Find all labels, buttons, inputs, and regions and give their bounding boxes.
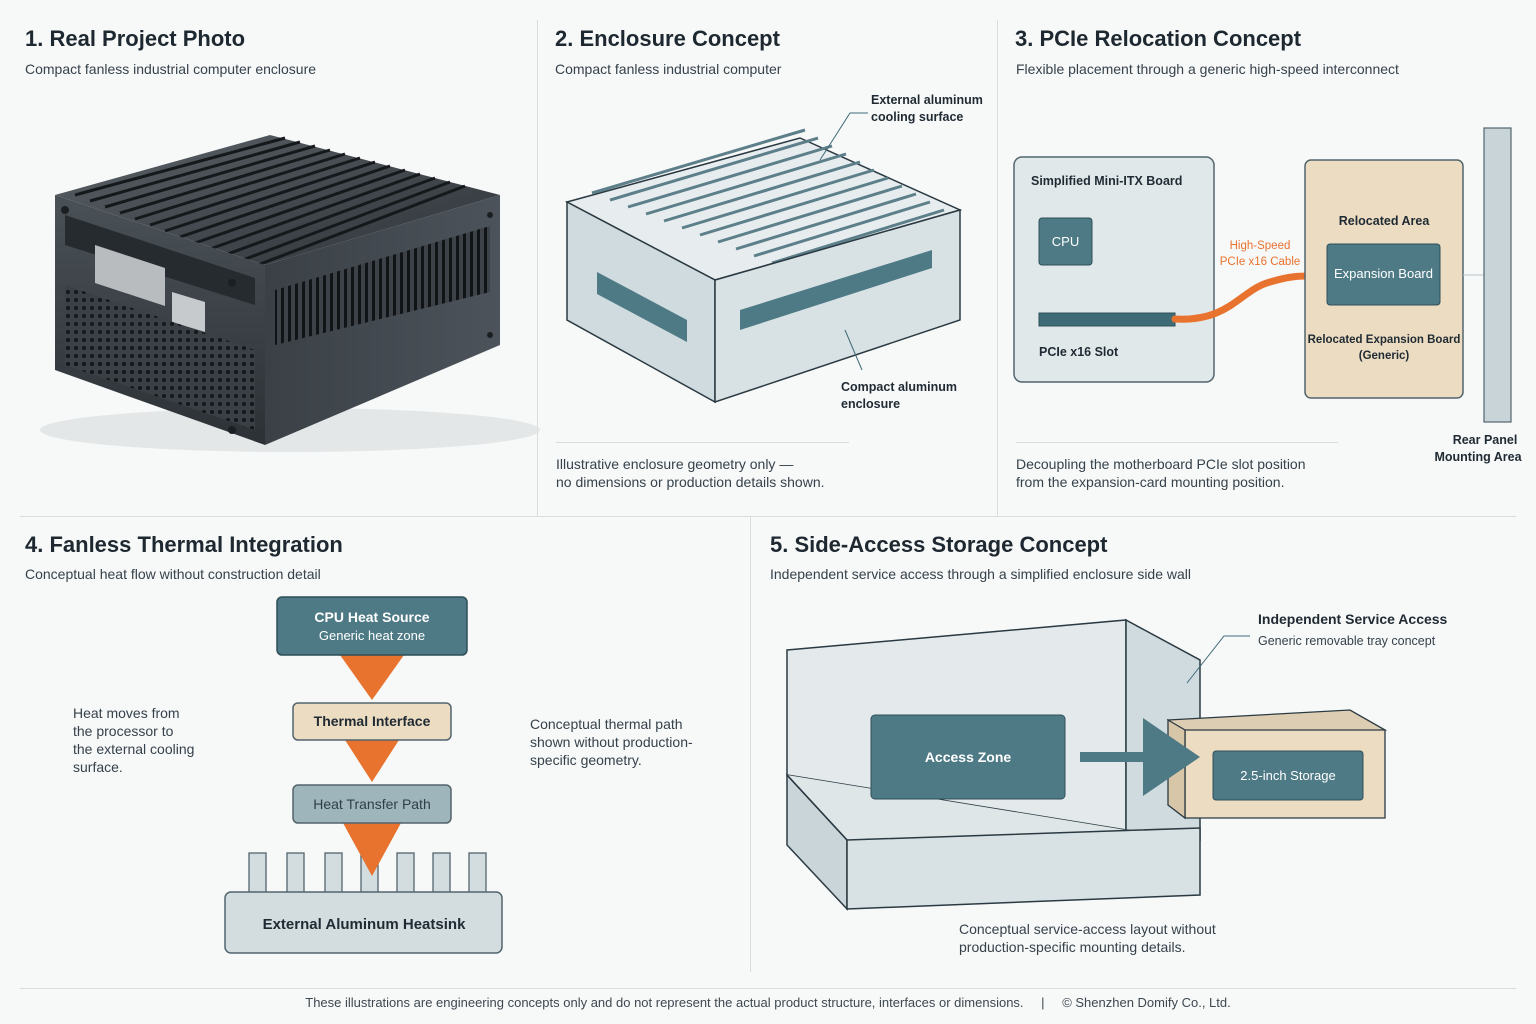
access-arrow-shaft — [1080, 752, 1144, 762]
panel-4-title: 4. Fanless Thermal Integration — [25, 532, 343, 557]
rear-panel-label-line-2: Mounting Area — [1434, 450, 1522, 464]
callout-enclosure-line-1: Compact aluminum — [841, 380, 957, 394]
panel-2-note-line-2: no dimensions or production details show… — [556, 474, 825, 490]
access-arrow-head — [1143, 718, 1200, 796]
expansion-board-label: Expansion Board — [1334, 266, 1433, 281]
footer: These illustrations are engineering conc… — [0, 995, 1536, 1010]
right-note-line-1: Conceptual thermal path — [530, 716, 683, 732]
panel-2-note-line-1: Illustrative enclosure geometry only — — [556, 456, 794, 472]
panel-2-note-divider — [556, 442, 849, 443]
cpu-heat-source — [276, 596, 468, 656]
panel-3-note-line-1: Decoupling the motherboard PCIe slot pos… — [1016, 456, 1306, 472]
relocated-label-line-2: (Generic) — [1359, 350, 1410, 362]
left-note-line-1: Heat moves from — [73, 705, 180, 721]
panel-1-title: 1. Real Project Photo — [25, 26, 246, 51]
expansion-board — [1326, 243, 1441, 306]
heat-arrow-3 — [343, 823, 401, 876]
service-access-title: Independent Service Access — [1258, 611, 1448, 627]
cpu-heat-label: CPU Heat Source — [314, 609, 429, 625]
pcie-cable — [1171, 272, 1314, 323]
relocated-label-line-1: Relocated Expansion Board — [1308, 334, 1461, 346]
cooling-fin-lines — [591, 128, 945, 265]
panel-4-left-note: Heat moves from the processor to the ext… — [73, 704, 194, 776]
panel-3-subtitle: Flexible placement through a generic hig… — [1016, 61, 1399, 77]
panel-3-note-line-2: from the expansion-card mounting positio… — [1016, 474, 1285, 490]
heatsink-label: External Aluminum Heatsink — [263, 916, 466, 933]
heatsink-fins — [74, 136, 466, 268]
divider-vertical-1 — [537, 20, 538, 516]
heat-arrow-2 — [345, 740, 399, 782]
storage-drive — [1212, 750, 1364, 801]
heat-transfer-label: Heat Transfer Path — [313, 796, 431, 812]
cpu-block — [1038, 217, 1093, 266]
right-note-line-3: specific geometry. — [530, 752, 642, 768]
callout-cooling-surface-line-2: cooling surface — [871, 110, 963, 124]
cable-label-line-2: PCIe x16 Cable — [1220, 256, 1301, 268]
footer-disclaimer: These illustrations are engineering conc… — [305, 995, 1024, 1010]
callout-enclosure-line-2: enclosure — [841, 397, 900, 411]
panel-3-title: 3. PCIe Relocation Concept — [1015, 26, 1302, 51]
divider-vertical-3 — [750, 516, 751, 972]
footer-separator: | — [1041, 995, 1045, 1010]
heat-transfer-path — [292, 784, 452, 824]
callout-cooling-surface-line-1: External aluminum — [871, 93, 983, 107]
right-note-line-2: shown without production- — [530, 734, 693, 750]
cpu-label: CPU — [1052, 234, 1079, 249]
rear-panel-label-line-1: Rear Panel — [1453, 433, 1518, 447]
panel-2-title: 2. Enclosure Concept — [555, 26, 780, 51]
board-label: Simplified Mini-ITX Board — [1031, 174, 1182, 188]
heat-arrow-1 — [340, 655, 404, 700]
cable-label-line-1: High-Speed — [1230, 240, 1291, 252]
footer-copyright: © Shenzhen Domify Co., Ltd. — [1062, 995, 1231, 1010]
panel-5-title: 5. Side-Access Storage Concept — [770, 532, 1108, 557]
external-heatsink — [224, 891, 503, 954]
access-zone-label: Access Zone — [925, 749, 1012, 765]
panel-1-subtitle: Compact fanless industrial computer encl… — [25, 61, 317, 77]
divider-horizontal-middle — [20, 516, 1516, 517]
slot-label: PCIe x16 Slot — [1039, 345, 1119, 359]
divider-horizontal-footer — [20, 988, 1516, 989]
storage-label: 2.5-inch Storage — [1240, 768, 1335, 783]
panel-3-note-divider — [1016, 442, 1338, 443]
thermal-interface-label: Thermal Interface — [314, 713, 431, 729]
rear-panel — [1483, 127, 1512, 423]
service-access-subtitle: Generic removable tray concept — [1258, 634, 1436, 648]
thermal-interface — [292, 702, 452, 741]
left-note-line-2: the processor to — [73, 723, 174, 739]
divider-vertical-2 — [997, 20, 998, 516]
access-zone — [870, 714, 1066, 800]
panel-2-subtitle: Compact fanless industrial computer — [555, 61, 782, 77]
left-note-line-3: the external cooling — [73, 741, 195, 757]
left-note-line-4: surface. — [73, 759, 123, 775]
panel-5-note-line-2: production-specific mounting details. — [959, 939, 1186, 955]
panel-5-note-line-1: Conceptual service-access layout without — [959, 921, 1216, 937]
panel-5-subtitle: Independent service access through a sim… — [770, 566, 1192, 582]
cpu-heat-sublabel: Generic heat zone — [319, 628, 425, 643]
relocated-area-label: Relocated Area — [1339, 214, 1431, 228]
panel-4-subtitle: Conceptual heat flow without constructio… — [25, 566, 321, 582]
panel-4-right-note: Conceptual thermal path shown without pr… — [530, 715, 693, 769]
